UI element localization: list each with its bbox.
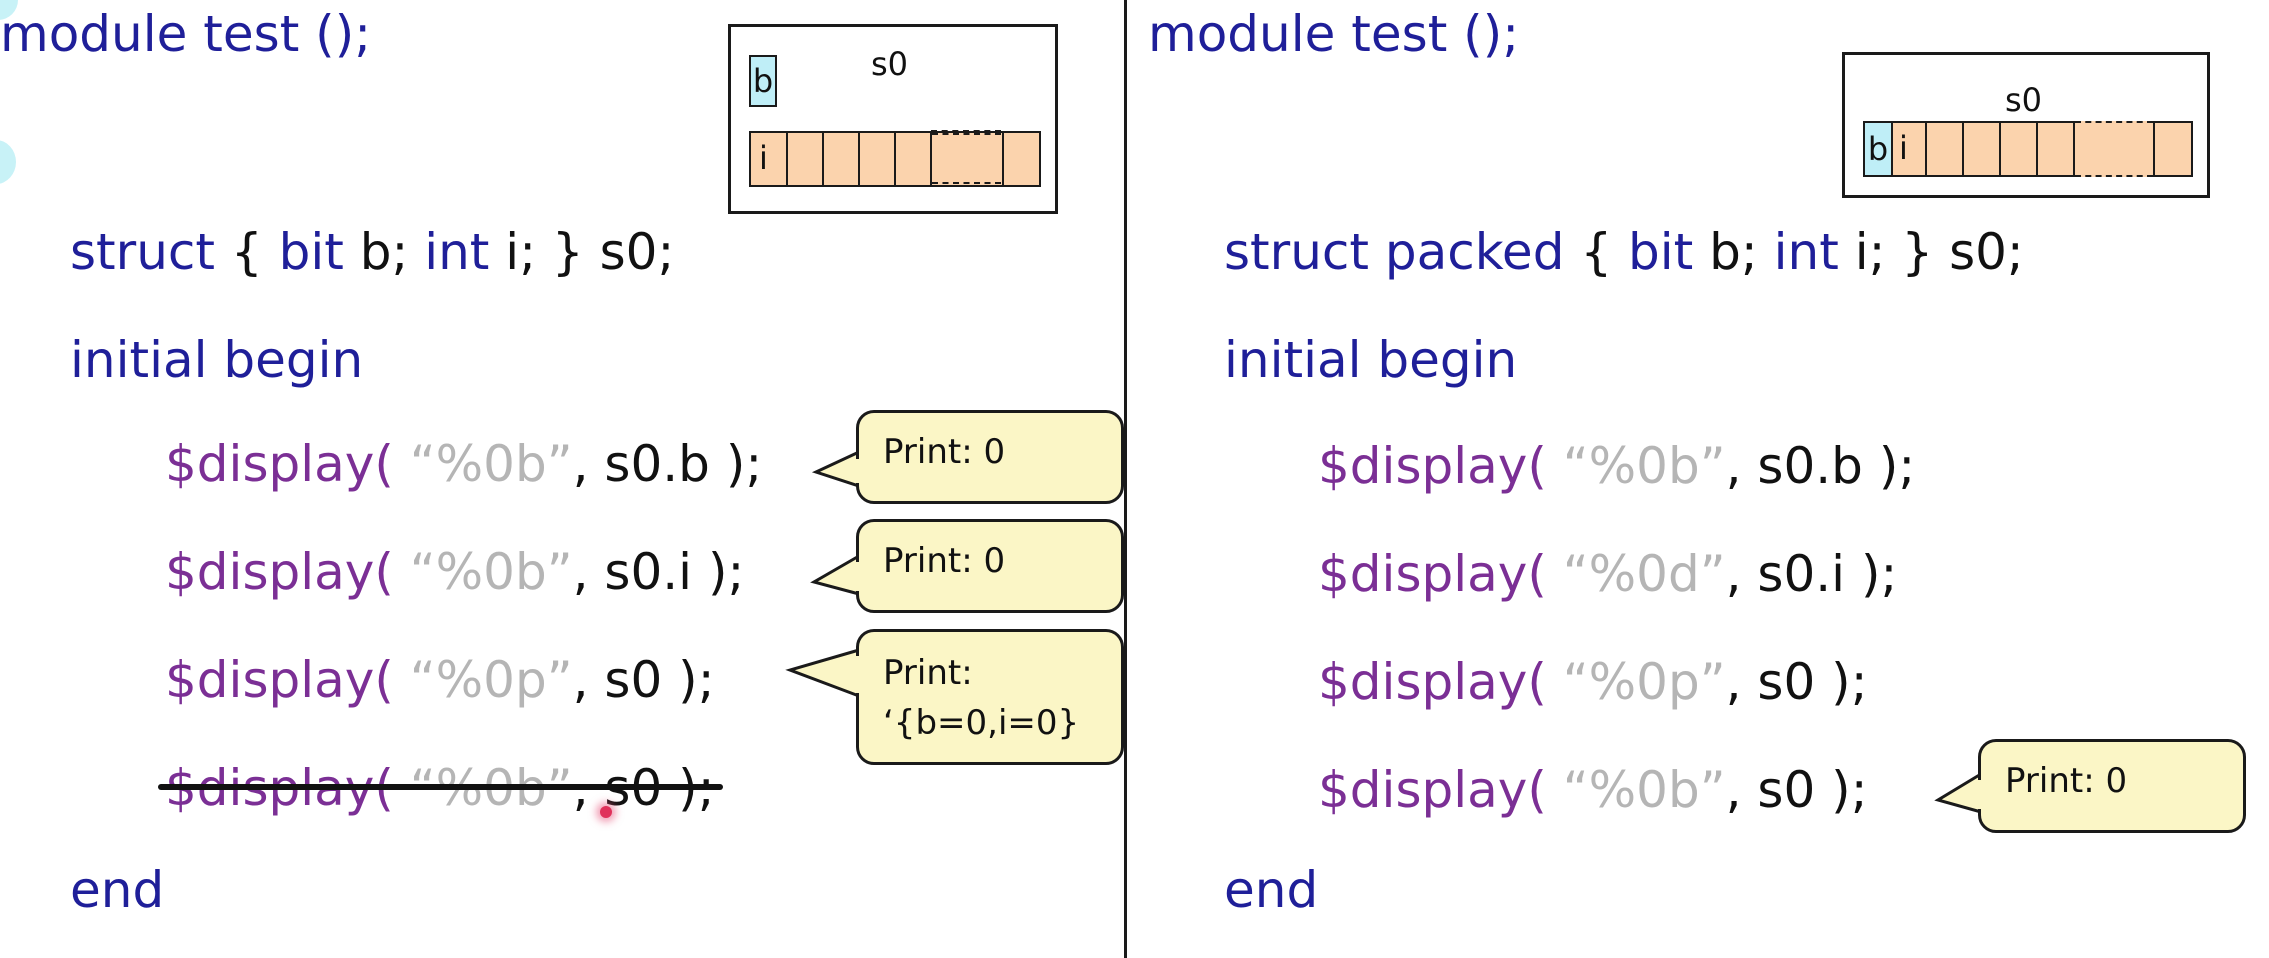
format-string: “%0b” [1562,437,1726,495]
display-args: , s0.b ); [572,435,763,493]
display-paren: ( [1527,761,1563,819]
end-keyword: end [70,861,165,919]
field-i: i; } s0; [1838,223,2024,281]
callout-pointer [785,449,861,699]
cell-divider [2073,121,2075,177]
variable-label: s0 [871,45,909,83]
display-statement: $display( “%0b”, s0.b ); [165,434,762,494]
display-statement: $display( “%0b”, s0 ); [1318,760,1868,820]
callout-pointer-cover [1978,780,1984,809]
display-paren: ( [1527,437,1563,495]
cell-divider [930,131,932,187]
cell-gap-dash [931,130,1001,132]
field-b: b; [343,223,425,281]
cell-gap [932,133,1001,184]
display-args: , s0.i ); [572,543,745,601]
format-string: “%0b” [409,435,573,493]
struct-brace: { [215,223,279,281]
display-args: , s0.i ); [1725,545,1898,603]
output-callout: Print: 0 [1978,739,2246,833]
display-function: $display [165,435,375,493]
right-code-panel: module test (); struct packed { bit b; i… [1128,0,2269,958]
display-function: $display [165,651,375,709]
int-keyword: int [1773,223,1839,281]
strikethrough-annotation [158,784,723,790]
field-i: i; } s0; [489,223,675,281]
display-statement: $display( “%0b”, s0.b ); [1318,436,1915,496]
output-callout: Print: 0 [856,410,1124,504]
edge-artifact [0,140,16,184]
display-function: $display [1318,761,1528,819]
variable-label: s0 [2005,81,2043,119]
initial-begin: initial begin [1224,331,1518,389]
bit-keyword: bit [1628,223,1694,281]
struct-packed-keyword: struct packed [1224,223,1565,281]
display-statement: $display( “%0b”, s0.i ); [165,542,744,602]
int-keyword: int [424,223,490,281]
display-statement: $display( “%0p”, s0 ); [1318,652,1868,712]
cell-divider [2036,121,2038,177]
format-string: “%0p” [1562,653,1726,711]
format-string: “%0p” [409,651,573,709]
bit-b-cell: b [1863,121,1893,177]
cell-divider [894,131,896,187]
callout-pointer-cover [856,459,862,693]
pen-cursor-icon [600,806,612,818]
int-i-label: i [1899,129,1908,167]
display-statement: $display( “%0d”, s0.i ); [1318,544,1897,604]
display-function: $display [165,543,375,601]
display-statement: $display( “%0p”, s0 ); [165,650,715,710]
end-keyword: end [1224,861,1319,919]
display-function: $display [1318,653,1528,711]
struct-keyword: struct [70,223,215,281]
field-b: b; [1693,223,1774,281]
initial-begin: initial begin [70,331,364,389]
left-code-panel: module test (); struct { bit b; int i; }… [0,0,1125,958]
module-declaration: module test (); [1148,5,1520,63]
panel-divider [1124,0,1127,958]
display-args: , s0 ); [1725,653,1868,711]
display-paren: ( [374,435,410,493]
struct-declaration: struct { bit b; int i; } s0; [70,222,674,282]
format-string: “%0b” [1562,761,1726,819]
format-string: “%0b” [409,543,573,601]
display-args: , s0 ); [572,651,715,709]
bit-b-cell: b [749,55,777,107]
display-function: $display [1318,545,1528,603]
display-args: , s0.b ); [1725,437,1916,495]
display-paren: ( [1527,653,1563,711]
memory-layout-diagram: b s0 i [728,24,1058,214]
display-function: $display [1318,437,1528,495]
cell-divider [2153,121,2155,177]
struct-declaration: struct packed { bit b; int i; } s0; [1224,222,2024,282]
display-args: , s0 ); [1725,761,1868,819]
format-string: “%0d” [1562,545,1726,603]
cell-divider [786,131,788,187]
bit-keyword: bit [278,223,344,281]
memory-layout-diagram: s0 b i [1842,52,2210,198]
cell-gap-dash [931,185,1001,187]
display-paren: ( [374,543,410,601]
cell-divider [1962,121,1964,177]
display-paren: ( [374,651,410,709]
cell-divider [1002,131,1004,187]
struct-brace: { [1564,223,1629,281]
cell-divider [1999,121,2001,177]
cell-divider [822,131,824,187]
module-declaration: module test (); [0,5,372,63]
output-callout: Print: ‘{b=0,i=0} [856,629,1124,765]
cell-gap [2075,121,2153,177]
display-paren: ( [1527,545,1563,603]
output-callout: Print: 0 [856,519,1124,613]
cell-divider [858,131,860,187]
cell-divider [1925,121,1927,177]
int-i-label: i [759,139,768,177]
